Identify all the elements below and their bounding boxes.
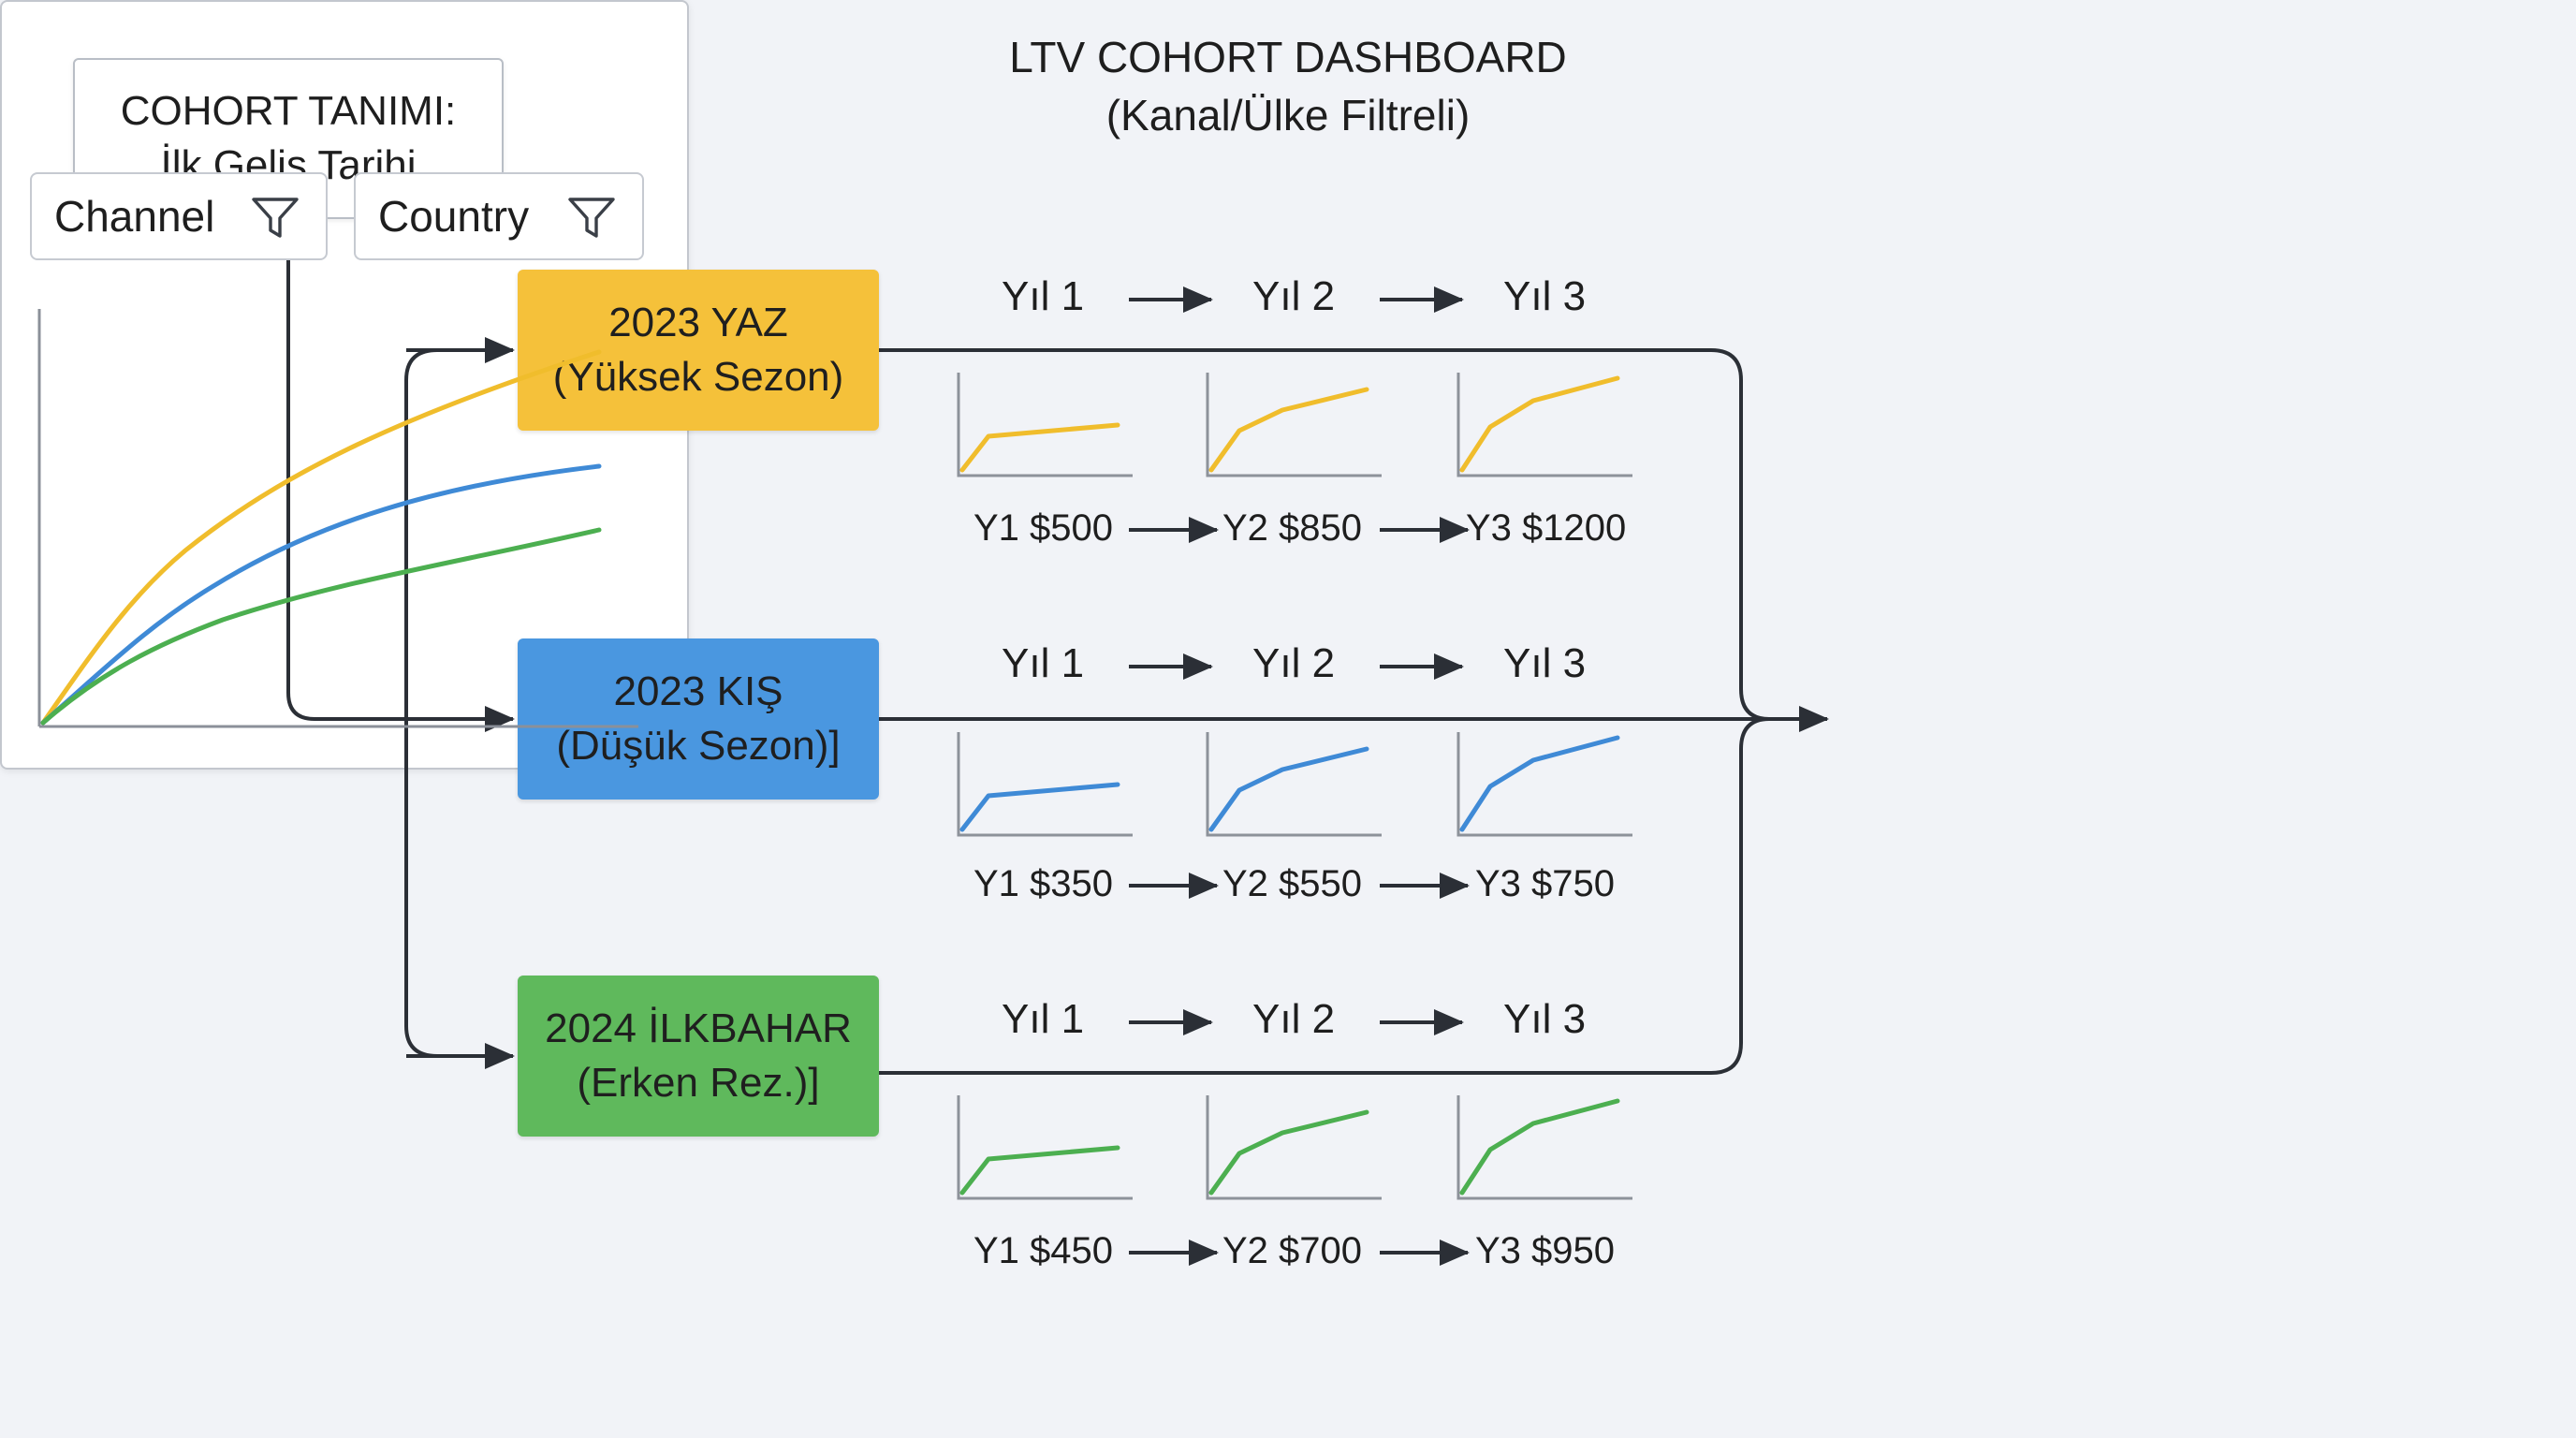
cohort-name: 2024 İLKBAHAR: [545, 1005, 852, 1051]
mini-ltv-chart: [957, 373, 1133, 477]
mini-chart-axes: [1206, 732, 1382, 837]
mini-chart-axes: [1456, 1095, 1632, 1200]
filter-label: Country: [378, 192, 530, 241]
mini-chart-axes: [1456, 732, 1632, 837]
filter-icon: [252, 198, 299, 238]
mini-chart-axes: [957, 373, 1133, 477]
country-filter-button[interactable]: Country: [354, 172, 644, 260]
mini-chart-line: [959, 782, 1120, 832]
mini-ltv-chart: [957, 732, 1133, 837]
mini-ltv-chart: [1456, 732, 1632, 837]
year-label: Yıl 1: [1002, 996, 1085, 1042]
channel-filter-button[interactable]: Channel: [30, 172, 328, 260]
dashboard-line-kis: [40, 463, 602, 726]
mini-chart-line: [1459, 375, 1620, 473]
year-label: Yıl 2: [1252, 996, 1336, 1042]
mini-ltv-chart: [957, 1095, 1133, 1200]
mini-ltv-chart: [1456, 373, 1632, 477]
year-label: Yıl 2: [1252, 640, 1336, 686]
year-label: Yıl 2: [1252, 273, 1336, 319]
ltv-value-label: Y3 $750: [1475, 863, 1616, 904]
mini-chart-axes: [1206, 373, 1382, 477]
mini-ltv-chart: [1206, 732, 1382, 837]
filter-label: Channel: [54, 192, 215, 241]
mini-chart-line: [1459, 1098, 1620, 1196]
filter-icon: [568, 198, 615, 238]
dashboard-title-sub: (Kanal/Ülke Filtreli): [1105, 91, 1471, 140]
mini-ltv-chart: [1206, 1095, 1382, 1200]
dashboard-title-main: LTV COHORT DASHBOARD: [1009, 33, 1567, 81]
mini-chart-line: [1208, 746, 1369, 832]
year-label: Yıl 3: [1503, 640, 1587, 686]
mini-chart-line: [959, 422, 1120, 473]
cohort-box-2023-kis: 2023 KIŞ (Düşük Sezon)]: [518, 638, 879, 800]
ltv-value-label: Y2 $700: [1222, 1230, 1363, 1271]
year-label: Yıl 3: [1503, 273, 1587, 319]
ltv-cohort-dashboard: LTV COHORT DASHBOARD (Kanal/Ülke Filtrel…: [0, 0, 1567, 770]
dashboard-line-ilkbahar: [40, 527, 602, 726]
mini-chart-line: [1459, 735, 1620, 832]
mini-chart-axes: [957, 732, 1133, 837]
year-label: Yıl 1: [1002, 273, 1085, 319]
mini-ltv-chart: [1456, 1095, 1632, 1200]
definition-title: COHORT TANIMI:: [120, 87, 457, 134]
cohort-box-2023-yaz: 2023 YAZ (Yüksek Sezon): [518, 270, 879, 431]
mini-chart-line: [1208, 1109, 1369, 1196]
year-label: Yıl 1: [1002, 640, 1085, 686]
definition-trunk-line: [286, 219, 384, 721]
cohort-season: (Düşük Sezon)]: [556, 723, 841, 769]
year-label: Yıl 3: [1503, 996, 1587, 1042]
cohort-season: (Yüksek Sezon): [552, 354, 844, 400]
dashboard-ltv-chart: [37, 309, 638, 728]
ltv-value-label: Y2 $550: [1222, 863, 1363, 904]
ltv-value-label: Y3 $950: [1475, 1230, 1616, 1271]
output-line-ilkbahar: [879, 717, 1770, 1075]
mini-chart-axes: [1456, 373, 1632, 477]
cohort-name: 2023 KIŞ: [613, 668, 783, 714]
mini-chart-axes: [957, 1095, 1133, 1200]
mini-chart-line: [959, 1145, 1120, 1196]
mini-chart-line: [1208, 387, 1369, 473]
cohort-name: 2023 YAZ: [608, 299, 788, 345]
ltv-value-label: Y2 $850: [1222, 507, 1363, 549]
output-line-yaz: [879, 348, 1770, 721]
mini-chart-axes: [1206, 1095, 1382, 1200]
mini-ltv-chart: [1206, 373, 1382, 477]
ltv-value-label: Y1 $500: [973, 507, 1114, 549]
cohort-box-2024-ilkbahar: 2024 İLKBAHAR (Erken Rez.)]: [518, 976, 879, 1137]
cohort-season: (Erken Rez.)]: [577, 1060, 820, 1106]
ltv-value-label: Y1 $350: [973, 863, 1114, 904]
dashboard-title: LTV COHORT DASHBOARD (Kanal/Ülke Filtrel…: [0, 28, 2576, 144]
dashboard-line-yaz: [40, 349, 602, 726]
ltv-value-label: Y3 $1200: [1466, 507, 1627, 549]
cohort-bus-line: [404, 348, 438, 1058]
ltv-value-label: Y1 $450: [973, 1230, 1114, 1271]
